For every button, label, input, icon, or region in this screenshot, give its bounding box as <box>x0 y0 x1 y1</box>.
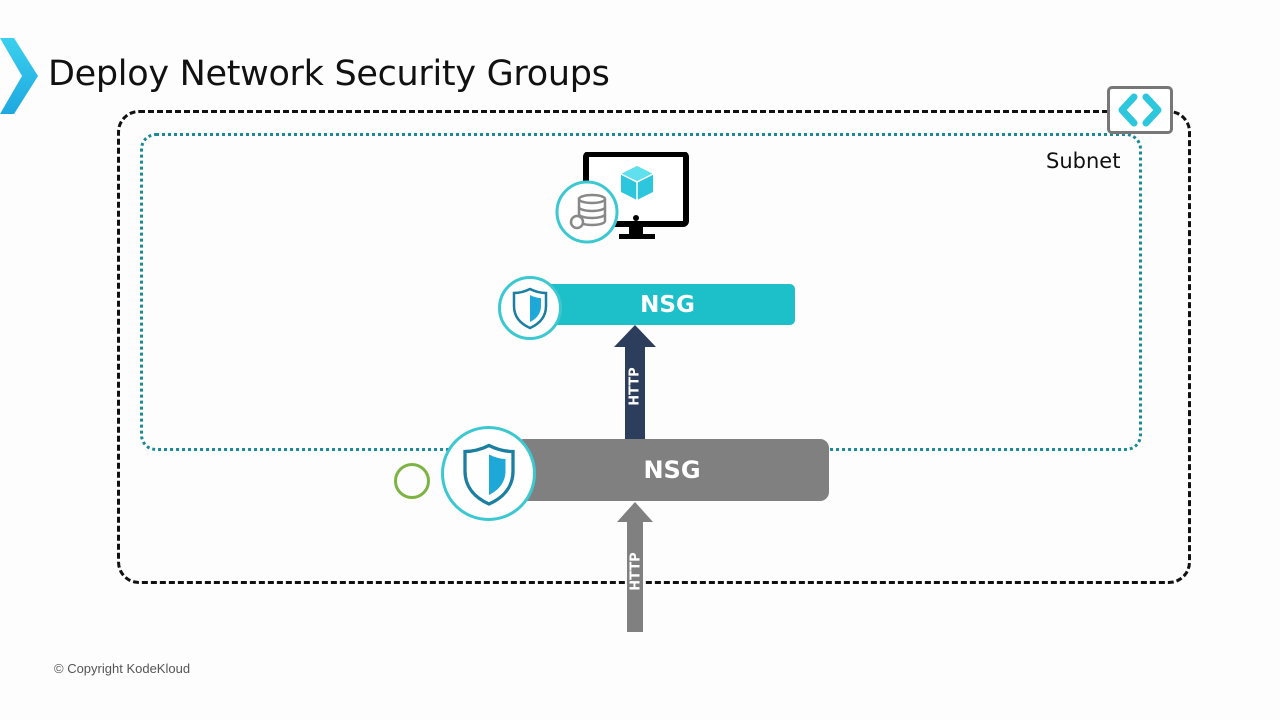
shield-icon <box>462 443 515 506</box>
network-interface-ring <box>394 463 430 499</box>
subnet-label: Subnet <box>1046 149 1121 173</box>
http-label-internal: HTTP <box>627 367 643 406</box>
copyright-text: © Copyright KodeKloud <box>54 661 191 676</box>
chevron-accent-icon <box>0 38 38 114</box>
virtual-network-icon <box>1107 86 1173 134</box>
http-arrow-external <box>617 502 653 632</box>
nsg-nic-label: NSG <box>643 456 701 484</box>
nsg-subnet-label: NSG <box>640 291 695 318</box>
http-arrow-internal <box>614 325 656 441</box>
nsg-subnet-bar[interactable]: NSG <box>540 284 795 325</box>
nsg-nic-shield <box>441 426 536 521</box>
http-label-external: HTTP <box>628 552 644 591</box>
shield-icon <box>512 287 548 330</box>
virtual-machine <box>553 151 693 248</box>
database-icon <box>555 180 619 244</box>
virtual-network-boundary <box>117 110 1191 584</box>
nsg-nic-bar[interactable]: NSG <box>515 439 829 501</box>
nsg-subnet-shield <box>498 276 562 340</box>
cube-icon <box>620 166 654 200</box>
page-title: Deploy Network Security Groups <box>48 54 610 94</box>
